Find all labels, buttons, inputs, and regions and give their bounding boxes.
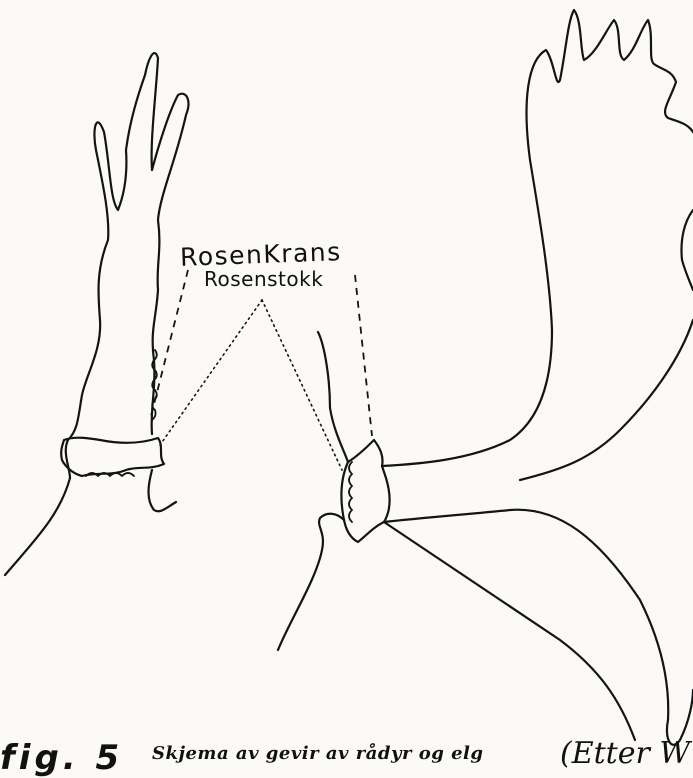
rosenkrans-leader-left [150, 270, 188, 420]
rosenstokk-label: Rosenstokk [204, 267, 323, 291]
rosenkrans-leader-right [355, 275, 372, 436]
moose-antler [278, 10, 693, 745]
figure-number: fig. 5 [0, 738, 123, 778]
figure-credit: (Etter W [560, 736, 690, 771]
figure-caption: Skjema av gevir av rådyr og elg [152, 743, 483, 764]
roe-deer-antler [5, 53, 188, 575]
